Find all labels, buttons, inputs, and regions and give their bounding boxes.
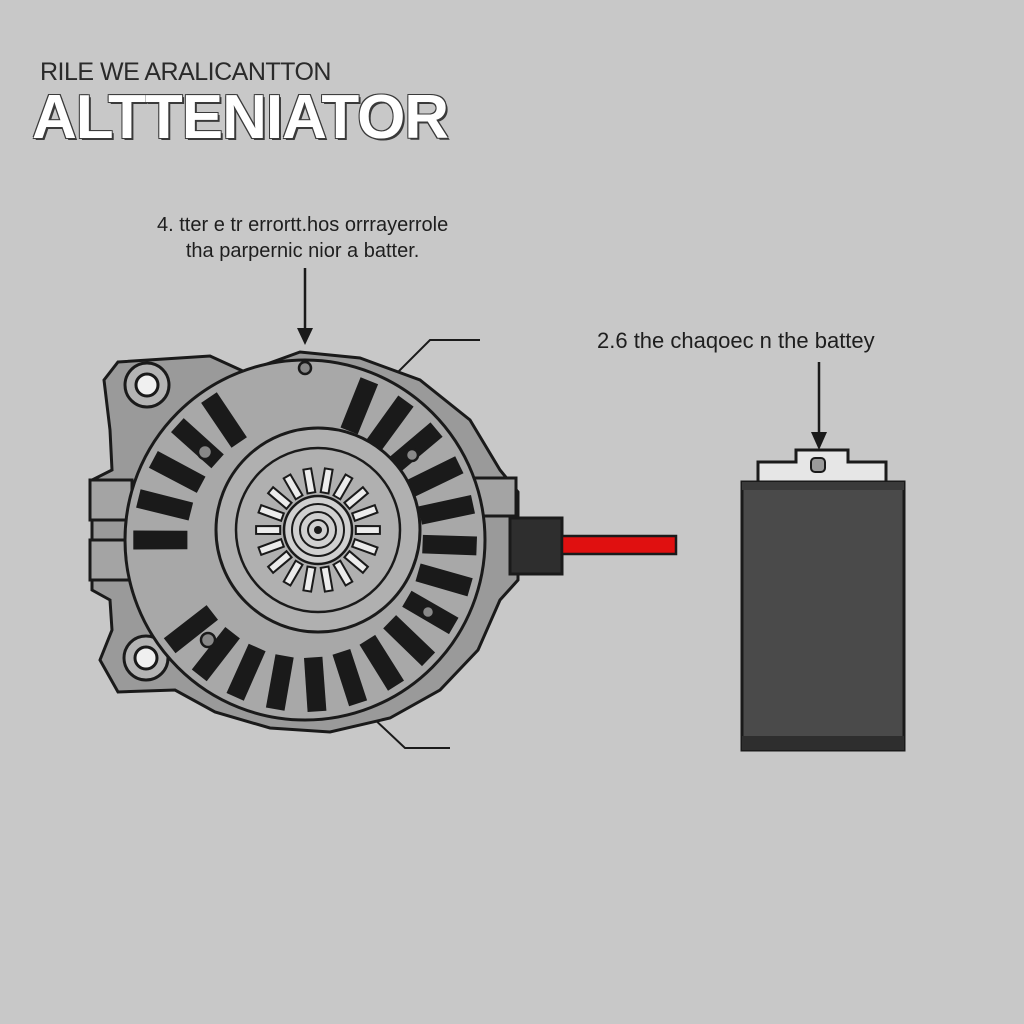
rotor-blade [257, 503, 286, 523]
cooling-slot [340, 377, 379, 435]
cooling-slot [304, 656, 327, 712]
cooling-slot [415, 563, 473, 597]
bolt-top [297, 360, 313, 376]
cooling-slot [133, 530, 188, 550]
rotor-blade [342, 549, 370, 575]
alternator-callout-line-2: tha parpernic nior a batter. [185, 240, 420, 262]
rotor-blade [342, 485, 370, 511]
cooling-slot [332, 649, 368, 707]
cooling-slot [136, 489, 194, 521]
cooling-slot [265, 654, 294, 711]
charging-wire [560, 534, 678, 556]
cooling-slot [148, 451, 206, 493]
cooling-slot [418, 495, 475, 525]
alternator-callout-line-1: 4. tter e tr errortt.hos orrrayerrole [157, 214, 449, 236]
bolt-left-lower [199, 631, 217, 649]
cooling-slot [201, 392, 247, 448]
output-terminal-connector [508, 516, 564, 576]
rotor-blade [255, 524, 282, 536]
mount-ear-top [123, 361, 171, 409]
rotor-blade [282, 559, 304, 587]
rotor-blade [332, 473, 354, 501]
rotor-blade [266, 549, 294, 575]
alternator-callout-label: 4. tter e tr errortt.hos orrrayerrole th… [157, 212, 448, 264]
cooling-slot [191, 627, 240, 682]
pulley-groove-3 [307, 519, 329, 541]
rotor-blade [302, 467, 317, 495]
rotor-blade [319, 467, 334, 495]
rotor-blade [350, 537, 379, 557]
bolt-right-upper [404, 447, 420, 463]
pulley-groove-1 [291, 503, 345, 557]
rotor-fan [255, 467, 381, 593]
battery [740, 448, 906, 752]
battery-base-band [742, 736, 904, 750]
battery-body [740, 480, 906, 752]
inner-ring-mid [234, 446, 402, 614]
cooling-slot [359, 634, 404, 691]
mount-ear-bottom [122, 634, 170, 682]
alternator-leader-line-top [384, 339, 480, 386]
rotor-blade [332, 559, 354, 587]
alternator [88, 350, 520, 734]
diagram-supertitle: RILE WE ARALICANTTON [40, 58, 332, 86]
battery-terminal-post [810, 457, 826, 473]
rotor-blade [319, 565, 334, 593]
bolt-right-lower [420, 604, 436, 620]
alternator-callout-arrow [297, 268, 313, 345]
cooling-slot [366, 395, 414, 451]
pulley-hub [314, 526, 322, 534]
cooling-slot [163, 605, 218, 654]
rotor-blade [354, 524, 381, 536]
cooling-slot [226, 643, 266, 701]
cooling-slot [383, 615, 436, 667]
bolt-left-upper [196, 443, 214, 461]
rotor-blade [302, 565, 317, 593]
alternator-leader-line-bottom [369, 714, 450, 749]
diagram-title: ALTTENIATOR [32, 83, 449, 152]
cooling-slot [389, 422, 443, 472]
cooling-slot [422, 534, 477, 556]
rotor-blade [282, 473, 304, 501]
battery-top-band [742, 482, 904, 490]
pulley-groove-2 [299, 511, 337, 549]
battery-callout-arrow [811, 362, 827, 450]
rotor-blade [350, 503, 379, 523]
battery-callout-label: 2.6 the chaqoec n the battey [597, 328, 875, 353]
rotor-blade [257, 537, 286, 557]
cooling-slot [406, 456, 464, 497]
rotor-blade [266, 485, 294, 511]
